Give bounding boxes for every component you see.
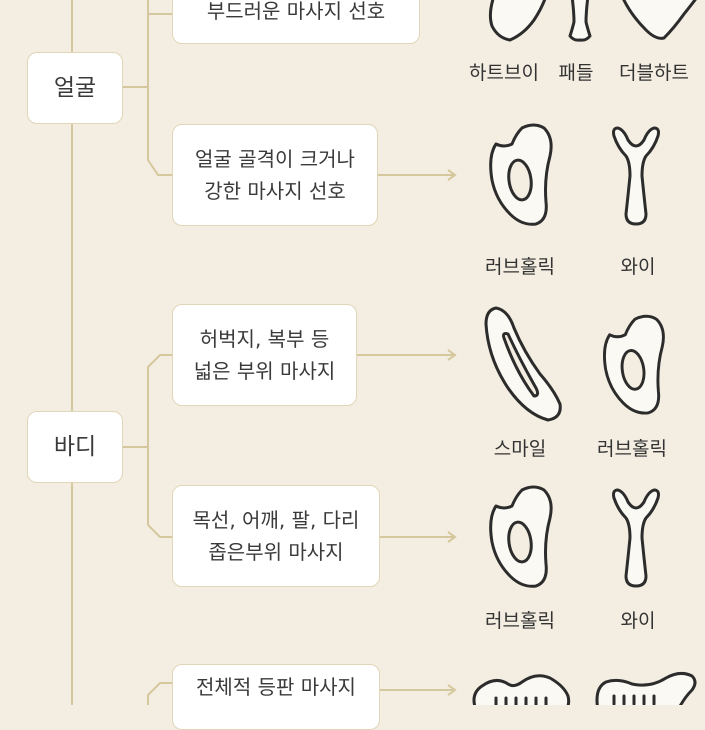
tool-label: 하트브이 [469,62,539,84]
loveholic-gua-sha-icon [489,485,553,588]
tool-label: 러브홀릭 [597,438,667,460]
preference-box-wide-area: 허벅지, 복부 등 넓은 부위 마사지 [172,304,357,406]
comb-gua-sha-icon [472,674,571,705]
double-heart-gua-sha-icon [622,0,697,40]
preference-label: 부드러운 마사지 선호 [206,0,386,23]
y-shape-gua-sha-icon [612,126,660,226]
category-face-box: 얼굴 [27,52,123,124]
preference-label: 전체적 등판 마사지 [196,675,356,699]
comb-gua-sha-icon [595,671,697,705]
heart-v-gua-sha-icon [488,0,547,42]
tool-label: 러브홀릭 [485,610,555,632]
preference-box-narrow-area: 목선, 어깨, 팔, 다리 좁은부위 마사지 [172,485,380,587]
category-body-box: 바디 [27,411,123,483]
connector-lines [71,0,457,705]
tool-label: 와이 [620,610,656,632]
loveholic-gua-sha-icon [603,314,665,415]
category-body-label: 바디 [53,434,97,460]
loveholic-gua-sha-icon [489,123,553,226]
y-shape-gua-sha-icon [612,488,660,588]
tool-label: 더블하트 [619,62,689,84]
tool-label: 패들 [558,62,594,84]
preference-label: 얼굴 골격이 크거나 강한 마사지 선호 [195,147,355,203]
preference-box-strong-massage: 얼굴 골격이 크거나 강한 마사지 선호 [172,124,378,226]
tool-label: 스마일 [493,438,547,460]
paddle-gua-sha-icon [568,0,592,42]
category-face-label: 얼굴 [53,75,97,101]
tool-label: 러브홀릭 [485,256,555,278]
preference-label: 허벅지, 복부 등 넓은 부위 마사지 [193,327,336,383]
preference-box-soft-massage: 부드러운 마사지 선호 [172,0,420,44]
preference-box-back-massage: 전체적 등판 마사지 [172,664,380,730]
tool-label: 와이 [620,256,656,278]
preference-label: 목선, 어깨, 팔, 다리 좁은부위 마사지 [192,508,360,564]
smile-gua-sha-icon [484,306,562,422]
